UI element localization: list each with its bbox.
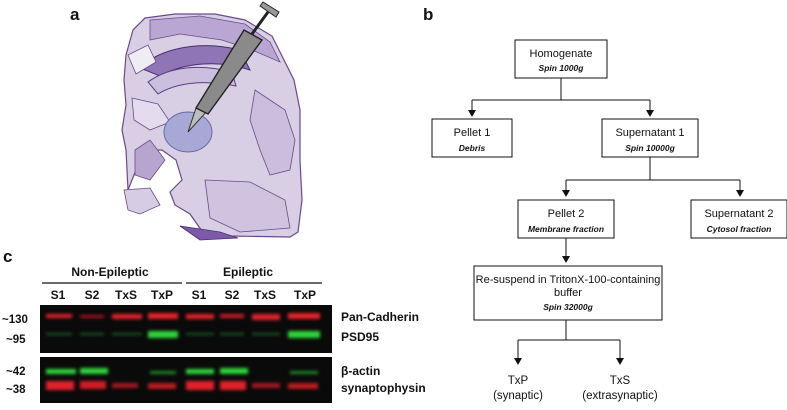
panel-label-c: c [3,247,12,266]
group-label-epileptic: Epileptic [223,265,273,279]
mw-marker: ~130 [2,314,28,326]
fractionation-flowchart: Homogenate Spin 1000g Pellet 1 Debris Su… [431,39,787,402]
protein-label-synaptophysin: synaptophysin [341,381,426,395]
lane-label: TxP [151,288,173,302]
pellet2-title: Pellet 2 [548,208,585,220]
panel-label-a: a [70,5,80,24]
protein-label-pan-cadherin: Pan-Cadherin [341,310,419,324]
blot-strip-upper [40,305,332,353]
supernatant1-sub: Spin 10000g [625,143,675,153]
protein-label-psd95: PSD95 [341,330,379,344]
homogenate-title: Homogenate [530,48,593,60]
supernatant1-box [601,118,699,158]
txp-label: TxP [508,375,529,387]
protein-label-beta-actin: β-actin [341,364,380,378]
lane-label: S2 [225,288,240,302]
western-blot: Non-Epileptic Epileptic S1 S2 TxS TxP S1… [2,265,426,403]
blot-strip-lower [40,357,332,403]
supernatant2-sub: Cytosol fraction [707,224,772,234]
pellet1-sub: Debris [459,143,486,153]
pellet2-box [517,199,615,239]
brain-section-illustration [121,13,303,241]
lane-label: TxS [254,288,276,302]
supernatant1-title: Supernatant 1 [615,127,684,139]
lane-label: S1 [192,288,207,302]
resuspend-box [473,265,663,321]
pellet2-sub: Membrane fraction [528,224,604,234]
pellet1-title: Pellet 1 [454,127,491,139]
txp-sublabel: (synaptic) [493,390,543,402]
mw-marker: ~38 [6,384,26,396]
txs-sublabel: (extrasynaptic) [582,390,658,402]
lane-label: TxS [115,288,137,302]
homogenate-sub: Spin 1000g [539,63,585,73]
mw-marker: ~95 [6,334,26,346]
lane-label: S1 [51,288,66,302]
resuspend-line1: Re-suspend in TritonX-100-containing [476,274,661,286]
pellet1-box [431,118,513,158]
lane-label: TxP [294,288,316,302]
lane-label: S2 [85,288,100,302]
resuspend-sub: Spin 32000g [543,302,593,312]
group-label-nonepileptic: Non-Epileptic [71,265,149,279]
mw-marker: ~42 [6,366,26,378]
resuspend-line2: buffer [554,287,582,299]
panel-label-b: b [423,5,433,24]
txs-label: TxS [610,375,631,387]
homogenate-box [514,39,608,79]
supernatant2-title: Supernatant 2 [704,208,773,220]
syringe-icon [187,1,280,133]
supernatant2-box [690,199,787,239]
